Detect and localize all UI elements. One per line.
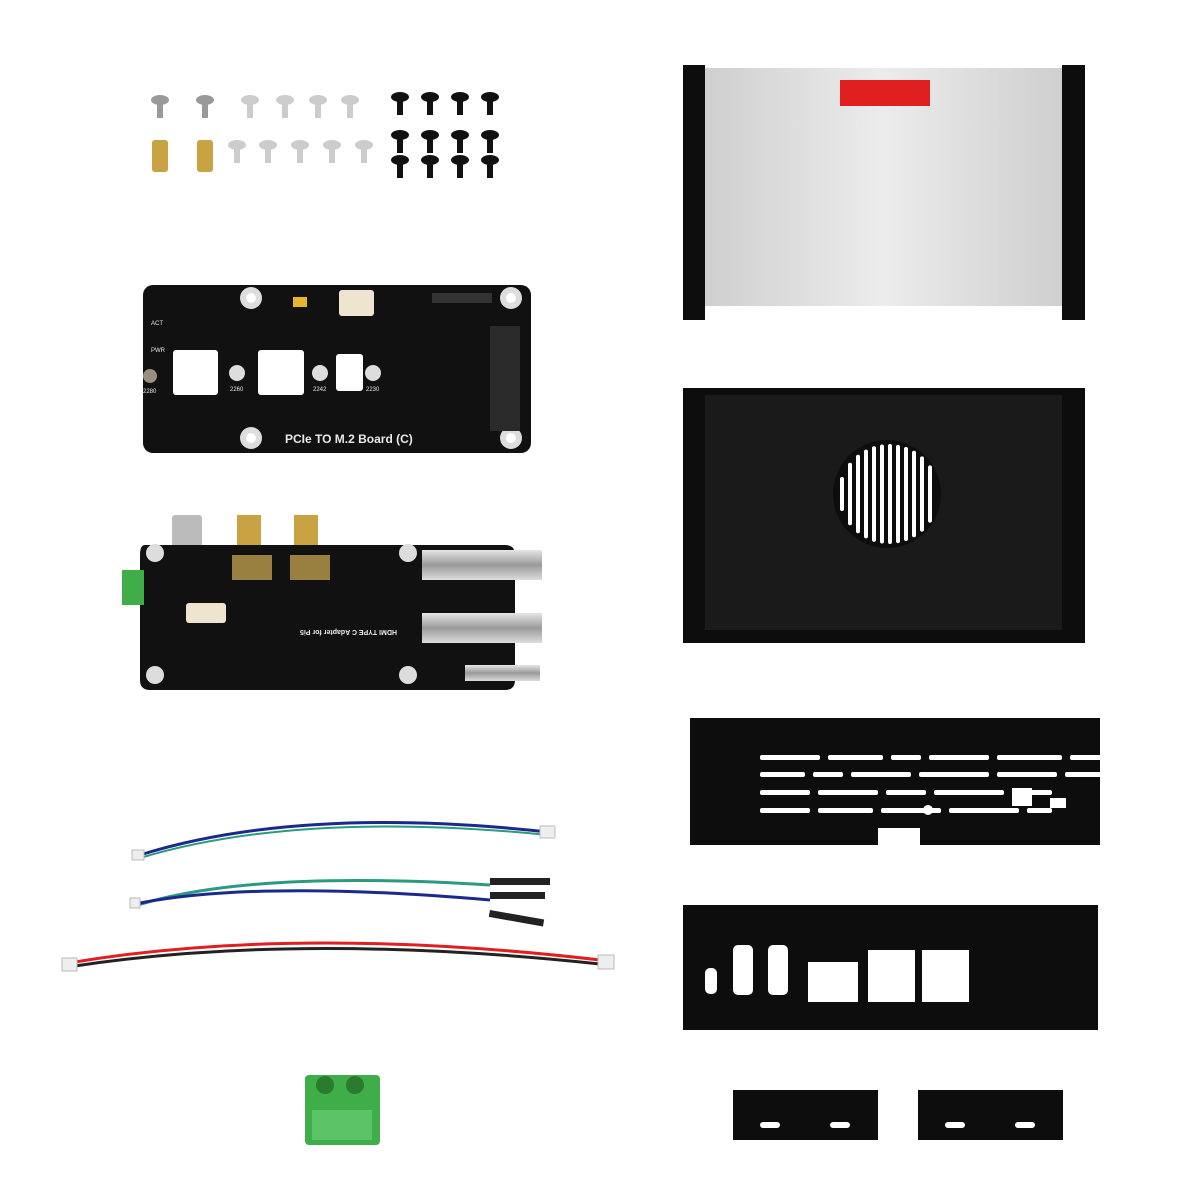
screw (355, 140, 373, 150)
port-end-panel (683, 905, 1098, 1030)
vent-slot (997, 755, 1062, 760)
hdmi-board-title: HDMI TYPE C Adapter for Pi5 (300, 628, 397, 635)
label-pwr: PWR (151, 348, 166, 354)
screw (451, 92, 469, 102)
screw (291, 140, 309, 150)
grille-slot (928, 465, 932, 523)
vent-slot (1065, 772, 1115, 777)
screws (151, 92, 499, 178)
grille-slot (848, 462, 852, 526)
vent-slot (760, 772, 805, 777)
vent-slot (919, 772, 989, 777)
grille-slot (896, 444, 900, 544)
grille-slot (840, 476, 844, 512)
vent-slot (886, 790, 926, 795)
screw (309, 95, 327, 105)
screw (196, 95, 214, 105)
grille-slot (856, 454, 860, 534)
screw (451, 155, 469, 165)
brass-standoff (197, 140, 213, 172)
label-2242: 2242 (313, 387, 327, 393)
vent-slot (851, 772, 911, 777)
label-2230: 2230 (366, 387, 380, 393)
vent-slot (934, 790, 1004, 795)
label-2280: 2280 (143, 389, 157, 395)
screw (391, 155, 409, 165)
vent-slot (929, 755, 989, 760)
screw (421, 130, 439, 140)
vent-slot (891, 755, 921, 760)
black-case-cover-with-fan-grille (683, 388, 1085, 643)
vent-slot (818, 790, 878, 795)
vent-slot (818, 808, 873, 813)
label-2260: 2260 (230, 387, 244, 393)
vent-slot (997, 772, 1057, 777)
pcie-m2-board: ACT PWR 2280 2260 2242 2230 PCIe TO M.2 … (143, 285, 531, 453)
vent-slot (828, 755, 883, 760)
screw (481, 155, 499, 165)
pcie-board-title: PCIe TO M.2 Board (C) (285, 432, 413, 446)
grille-slot (880, 444, 884, 544)
screw (241, 95, 259, 105)
cables (61, 821, 615, 972)
label-act: ACT (151, 321, 163, 327)
screw (421, 155, 439, 165)
vent-slot (760, 808, 810, 813)
vent-slot (1070, 755, 1115, 760)
silver-case-cover (683, 65, 1085, 320)
screw (151, 95, 169, 105)
screw (451, 130, 469, 140)
grille-slot (904, 446, 908, 542)
screw (391, 92, 409, 102)
grille-slot (864, 449, 868, 539)
grille-slot (872, 446, 876, 542)
vent-slot (760, 790, 810, 795)
screw (323, 140, 341, 150)
screw (481, 130, 499, 140)
grille-slot (888, 444, 892, 544)
screw (421, 92, 439, 102)
hdmi-type-c-adapter-board: HDMI TYPE C Adapter for Pi5 (122, 515, 542, 690)
screw (276, 95, 294, 105)
brass-standoff (152, 140, 168, 172)
grille-slot (920, 456, 924, 532)
screw (259, 140, 277, 150)
screw (228, 140, 246, 150)
screw (391, 130, 409, 140)
vented-end-panel (690, 718, 1115, 845)
green-terminal-block (305, 1075, 380, 1145)
mounting-brackets (733, 1090, 1063, 1140)
screw (481, 92, 499, 102)
vent-slot (813, 772, 843, 777)
vent-slot (1027, 808, 1052, 813)
screw (341, 95, 359, 105)
vent-slot (760, 755, 820, 760)
vent-slot (949, 808, 1019, 813)
grille-slot (912, 450, 916, 538)
